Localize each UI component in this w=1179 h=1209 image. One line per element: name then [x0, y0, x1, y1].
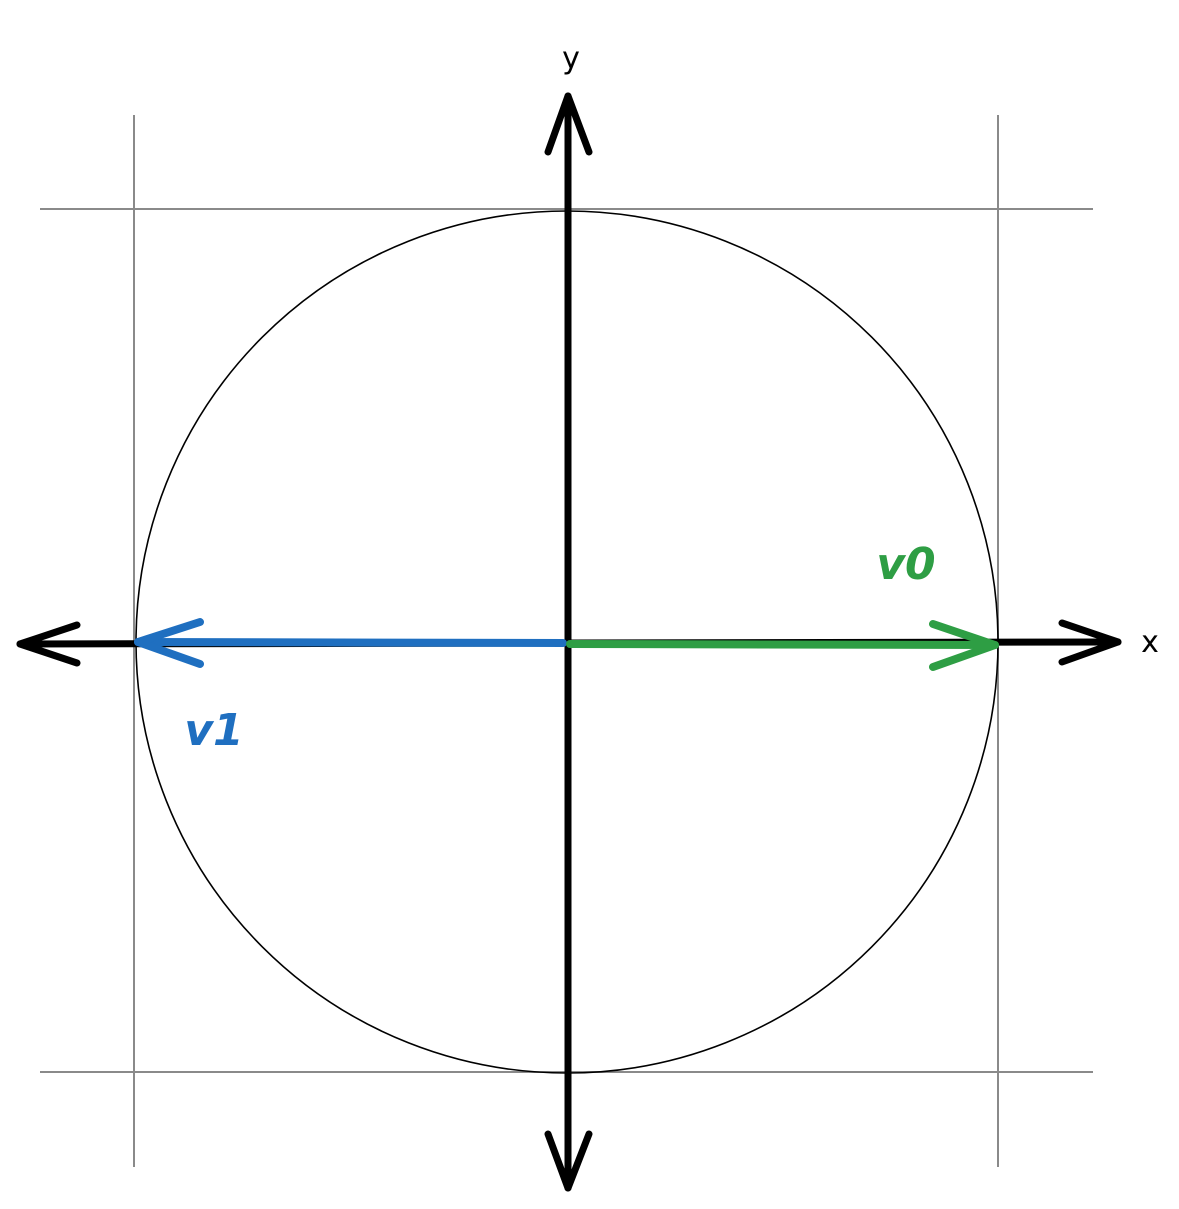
- vector-v0-shaft: [566, 640, 999, 649]
- x-axis-label: x: [1141, 625, 1159, 660]
- vector-v1-shaft: [134, 638, 567, 647]
- vector-v0-label: v0: [876, 539, 935, 590]
- y-axis-label: y: [562, 41, 580, 76]
- vector-v0-arrowhead: [929, 620, 999, 671]
- vector-v1-label: v1: [184, 705, 243, 756]
- x-axis-arrowhead-left: [16, 621, 81, 667]
- vector-v1: [134, 618, 567, 668]
- vector-v1-arrowhead: [134, 618, 204, 668]
- x-axis-arrowhead-right: [1058, 619, 1122, 666]
- y-axis-arrowhead-bottom: [544, 1130, 593, 1192]
- y-axis-arrowhead-top: [544, 92, 593, 156]
- vector-v0: [566, 620, 999, 671]
